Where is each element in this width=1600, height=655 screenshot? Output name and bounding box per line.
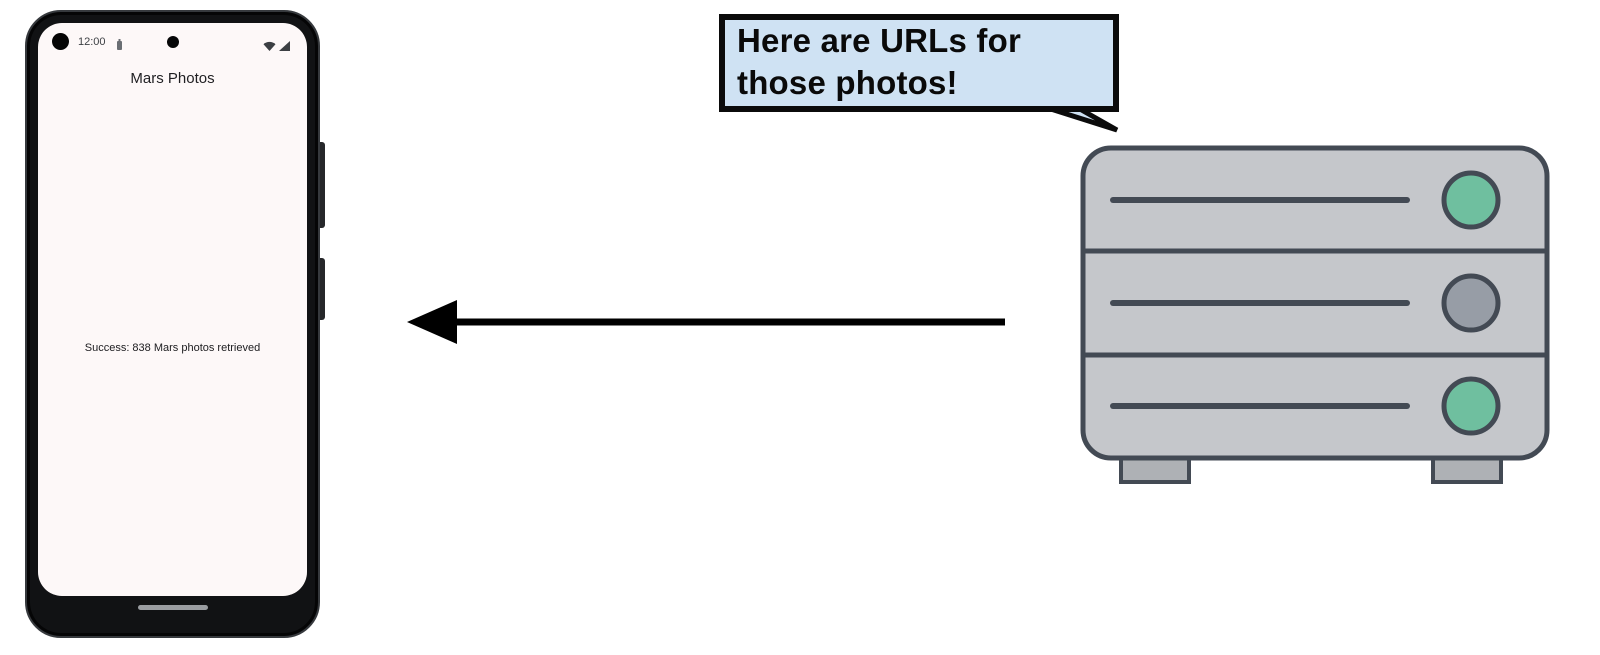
app-title: Mars Photos (130, 70, 215, 87)
speech-bubble-line-1: Here are URLs for (737, 22, 1021, 59)
speech-bubble-shape (719, 14, 1119, 133)
speech-bubble-box (719, 14, 1119, 112)
status-message: Success: 838 Mars photos retrieved (84, 342, 261, 354)
status-time: 12:00 (78, 36, 106, 48)
wifi-icon (263, 38, 276, 56)
server-led-gray-middle-icon (1441, 273, 1501, 333)
power-button (320, 258, 325, 320)
volume-button (320, 142, 325, 228)
punch-hole-camera-icon (166, 36, 179, 48)
home-indicator (137, 605, 208, 610)
status-bar: 12:00 (38, 31, 307, 55)
data-flow-arrow (407, 300, 1005, 344)
server-led-green-bottom-icon (1441, 376, 1501, 436)
server-illustration (1080, 145, 1550, 484)
front-camera-icon (52, 33, 69, 50)
status-right-icons (263, 38, 291, 56)
server-led-green-top-icon (1441, 170, 1501, 230)
phone-frame: 12:00 Mars Photos Success: 838 Mars phot… (25, 10, 320, 638)
status-mini-icon (116, 37, 123, 55)
speech-bubble-line-2: those photos! (737, 64, 958, 101)
phone-screen: 12:00 Mars Photos Success: 838 Mars phot… (38, 23, 307, 596)
arrow-head (407, 300, 457, 344)
speech-bubble-text: Here are URLs for those photos! (737, 20, 1021, 104)
cellular-signal-icon (279, 38, 291, 56)
